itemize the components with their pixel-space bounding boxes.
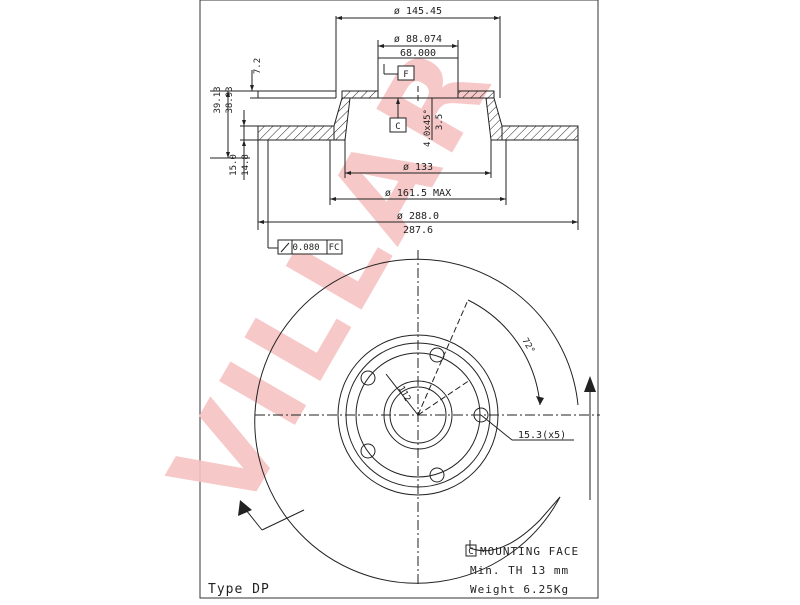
weight-note: Weight 6.25Kg [470,583,569,596]
dim-outer-top: ø 145.45 [394,6,442,17]
runout-box [277,239,343,255]
datum-c-box [389,117,407,133]
dim-chamfer: 4.0x45° [423,109,433,147]
dim-thickness-b: 14.8 [241,154,251,176]
dim-disc-b: 287.6 [403,225,433,236]
datum-f-label: F [403,70,408,80]
front-view [241,250,600,585]
min-thickness-note: Min. TH 13 mm [470,564,569,577]
dim-pcd-radius: 112 [395,385,412,404]
watermark-logo: VILLAR [145,22,521,535]
dim-hat: 7.2 [253,58,263,74]
dim-thickness-a: 15.0 [229,154,239,176]
datum-c-label: C [395,122,400,132]
dim-inner: ø 133 [403,162,433,173]
drawing-frame [199,0,599,599]
type-label: Type DP [208,582,270,597]
dim-chamfer-b: 3.5 [435,114,445,130]
dim-disc-a: ø 288.0 [397,211,439,222]
datum-f-box [397,65,415,81]
watermark-text: VILLAR [145,22,521,535]
section-arrows [238,376,596,516]
dim-height-a: 39.13 [213,86,223,113]
cross-section [210,16,579,249]
dim-height-b: 38.93 [225,86,235,113]
runout-value: 0.080 [292,243,319,253]
mounting-box-label: C [468,547,473,557]
mounting-face-note: MOUNTING FACE [480,545,579,558]
dim-pcd: ø 88.074 [394,34,442,45]
runout-ref: FC [329,243,340,253]
dim-angle: 72° [519,337,536,356]
mounting-box [465,544,477,557]
dim-holes: 15.3(x5) [518,430,566,441]
dimension-arrows [226,16,578,224]
dim-max: ø 161.5 MAX [385,188,451,199]
dim-hub: 68.000 [400,48,436,59]
runout-symbol-icon [280,242,290,253]
